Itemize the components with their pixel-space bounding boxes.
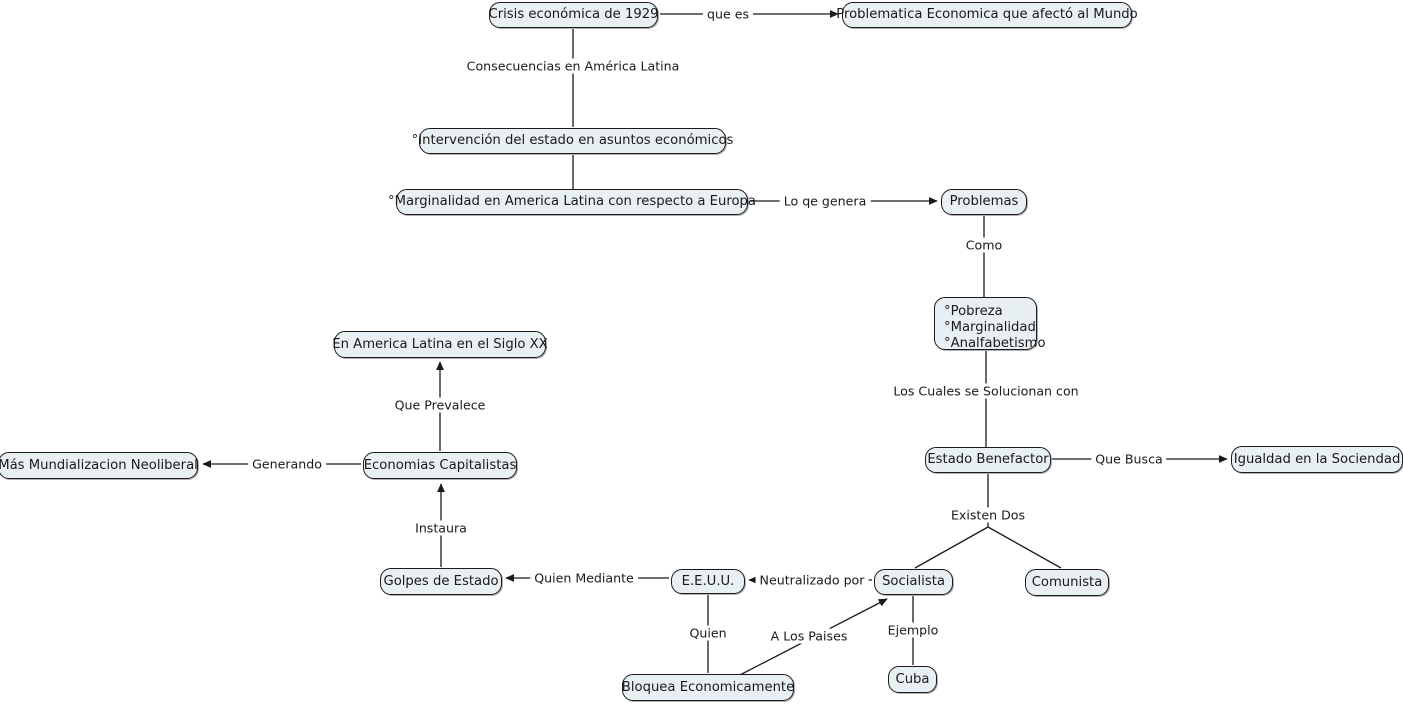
edge-label-e10: Que Prevalece [390, 397, 490, 413]
node-line: °Pobreza [944, 304, 1003, 319]
node-cuba[interactable]: Cuba [888, 666, 937, 693]
edge-label-e4: Lo qe genera [779, 193, 871, 209]
edge-label-e15: Quien [685, 625, 731, 641]
node-label: °Intervención del estado en asuntos econ… [411, 133, 734, 148]
node-label: Igualdad en la Sociendad [1233, 451, 1401, 467]
edge-label-e11: Generando [248, 456, 326, 472]
node-estado[interactable]: Estado Benefactor [925, 447, 1051, 473]
edge-label-e12: Instaura [411, 520, 471, 536]
node-label: Comunista [1031, 574, 1103, 590]
node-label: E.E.U.U. [681, 573, 735, 589]
node-label: Golpes de Estado [383, 573, 499, 589]
node-line: °Analfabetismo [944, 336, 1046, 351]
node-siglo[interactable]: En America Latina en el Siglo XX [332, 331, 548, 358]
node-problematica[interactable]: Problematica Economica que afectó al Mun… [836, 2, 1138, 28]
node-socialista[interactable]: Socialista [874, 569, 953, 595]
node-problemas[interactable]: Problemas [941, 189, 1027, 215]
node-marginalidad[interactable]: °Marginalidad en America Latina con resp… [388, 189, 756, 215]
edge-label-e16: A Los Paises [766, 628, 852, 644]
node-label: Bloquea Economicamente [621, 679, 795, 695]
edge-label-e6: Los Cuales se Solucionan con [889, 383, 1083, 399]
node-label: Economias Capitalistas [363, 457, 517, 473]
node-pobreza[interactable]: °Pobreza°Marginalidad°Analfabetismo [934, 297, 1046, 351]
node-igualdad[interactable]: Igualdad en la Sociendad [1231, 446, 1403, 473]
edge-label-e13: Quien Mediante [530, 570, 638, 586]
node-label: Socialista [882, 574, 945, 589]
node-crisis[interactable]: Crisis económica de 1929 [488, 2, 659, 28]
edge-line [987, 526, 1062, 569]
node-label: Problematica Economica que afectó al Mun… [836, 7, 1138, 22]
node-label: Crisis económica de 1929 [488, 7, 659, 22]
node-label: Cuba [895, 671, 930, 687]
node-bloquea[interactable]: Bloquea Economicamente [622, 674, 794, 701]
node-eeuu[interactable]: E.E.U.U. [671, 569, 745, 594]
node-golpes[interactable]: Golpes de Estado [380, 568, 502, 595]
edge-label-e7: Que Busca [1091, 451, 1167, 467]
edge-label-e5: Como [961, 237, 1007, 253]
node-comunista[interactable]: Comunista [1025, 569, 1109, 596]
edge-label-e8: Existen Dos [946, 507, 1030, 523]
node-label: Problemas [949, 194, 1019, 209]
node-mundializacion[interactable]: Más Mundializacion Neoliberal [0, 452, 198, 479]
edge-label-e2: Consecuencias en América Latina [462, 58, 684, 74]
edge-label-e14: Neutralizado por [755, 572, 869, 588]
node-label: °Marginalidad en America Latina con resp… [388, 194, 756, 209]
node-intervencion[interactable]: °Intervención del estado en asuntos econ… [412, 128, 733, 154]
edge-label-e17: Ejemplo [883, 622, 943, 638]
node-label: Más Mundializacion Neoliberal [0, 457, 198, 473]
node-economias[interactable]: Economias Capitalistas [363, 452, 517, 479]
node-label: En America Latina en el Siglo XX [332, 336, 548, 352]
edge-label-e1: que es [702, 6, 754, 22]
node-line: °Marginalidad [944, 320, 1036, 335]
node-label: Estado Benefactor [927, 452, 1049, 467]
